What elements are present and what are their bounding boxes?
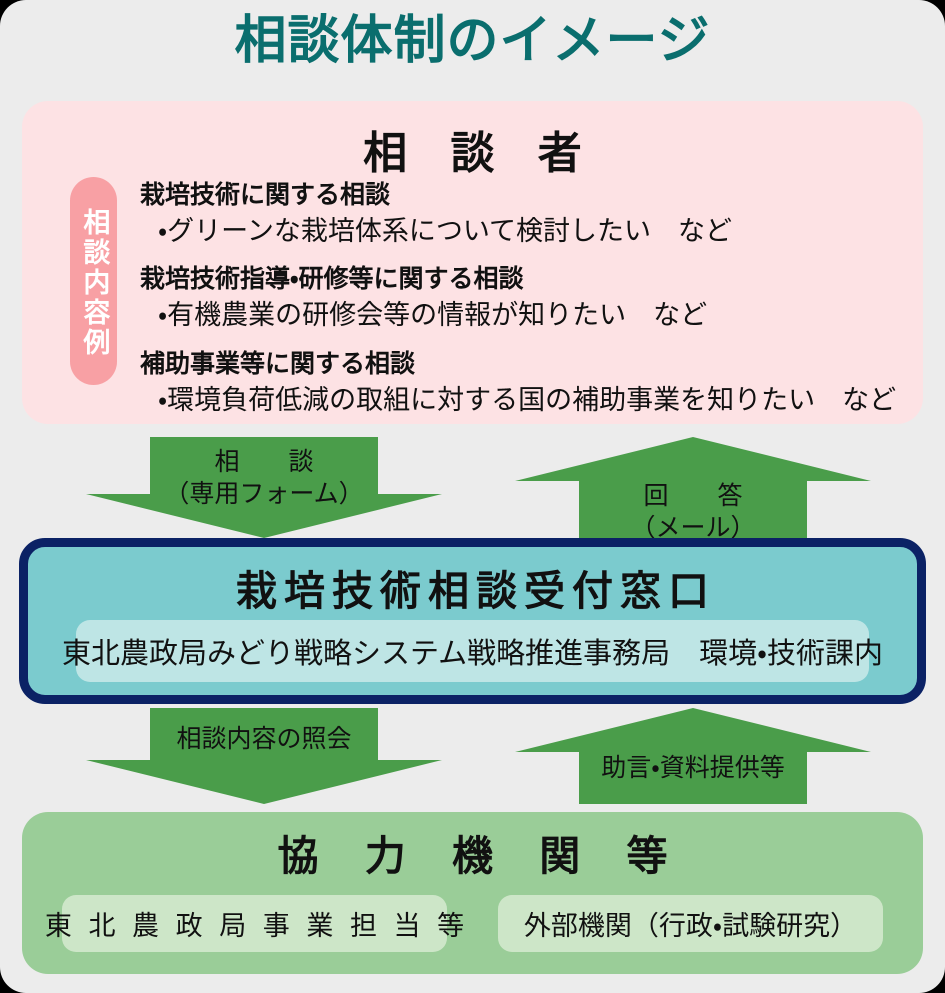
arrow-reply-up: 回 答 （メール）: [515, 437, 871, 542]
partner-chip: 外部機関（行政・試験研究）: [498, 895, 883, 952]
consultation-topic-heading: 補助事業等に関する相談: [140, 348, 416, 378]
consultation-examples-list: 栽培技術に関する相談 ・グリーンな栽培体系について検討したい など 栽培技術指導…: [140, 179, 910, 419]
consultation-topic-heading: 栽培技術に関する相談: [140, 180, 391, 209]
list-item: 栽培技術に関する相談 ・グリーンな栽培体系について検討したい など: [140, 179, 910, 250]
partner-chip: 東 北 農 政 局 事 業 担 当 等: [45, 895, 464, 952]
consultant-section: 相 談 者 相談内容例 栽培技術に関する相談 ・グリーンな栽培体系について検討し…: [22, 101, 923, 424]
page-title: 相談体制のイメージ: [234, 11, 711, 71]
list-item: 補助事業等に関する相談 ・環境負荷低減の取組に対する国の補助事業を知りたい など: [140, 348, 910, 419]
list-item: 栽培技術指導・研修等に関する相談 ・有機農業の研修会等の情報が知りたい など: [140, 263, 910, 334]
consultant-heading: 相 談 者: [363, 128, 596, 179]
consultation-topic-example: ・有機農業の研修会等の情報が知りたい など: [158, 300, 708, 332]
consultation-topic-heading: 栽培技術指導・研修等に関する相談: [140, 264, 524, 294]
consultation-topic-example: ・グリーンな栽培体系について検討したい など: [158, 216, 733, 247]
arrow-advice-up: 助言・資料提供等: [515, 708, 871, 804]
down-arrow-icon: [86, 708, 442, 804]
arrow-consultation-down: 相 談 （専用フォーム）: [86, 437, 442, 538]
partner-organizations-section: 協 力 機 関 等 東 北 農 政 局 事 業 担 当 等 外部機関（行政・試験…: [22, 812, 923, 974]
consultation-desk-heading: 栽培技術相談受付窓口: [236, 567, 716, 615]
up-arrow-icon: [515, 708, 871, 804]
consultation-examples-tab: 相談内容例: [70, 177, 117, 385]
consultation-desk-section: 栽培技術相談受付窓口 東北農政局みどり戦略システム戦略推進事務局 環境・技術課内: [19, 538, 926, 704]
consultation-topic-example: ・環境負荷低減の取組に対する国の補助事業を知りたい など: [158, 384, 897, 416]
arrow-inquiry-down: 相談内容の照会: [86, 708, 442, 804]
down-arrow-icon: [86, 437, 442, 538]
partner-organizations-heading: 協 力 機 関 等: [277, 832, 684, 880]
up-arrow-icon: [515, 437, 871, 538]
partner-organizations-list: 東 北 農 政 局 事 業 担 当 等 外部機関（行政・試験研究）: [45, 895, 883, 952]
consultation-desk-subtitle: 東北農政局みどり戦略システム戦略推進事務局 環境・技術課内: [62, 620, 883, 682]
